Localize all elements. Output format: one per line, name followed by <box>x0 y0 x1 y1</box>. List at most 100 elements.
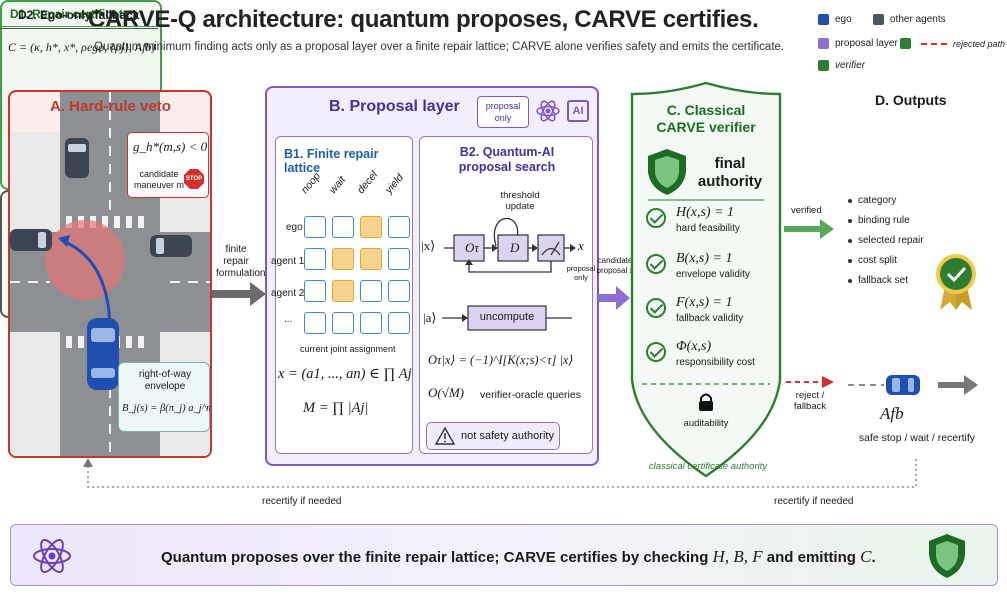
legend-proposal-layer: proposal layer <box>818 38 898 49</box>
panel-proposal-layer: B. Proposal layer proposal only AI B1. F… <box>265 86 599 466</box>
ket-a: |a⟩ <box>423 310 437 325</box>
atom-icon <box>536 100 560 122</box>
check-fallback-formula: F(x,s) = 1 <box>676 295 733 310</box>
lattice-cell <box>332 216 354 238</box>
verified-arrow <box>784 219 834 239</box>
warning-icon <box>435 427 455 445</box>
cert-item-binding-rule: binding rule <box>848 215 910 226</box>
complexity-formula: O(√M) <box>428 385 465 400</box>
quantum-ai-search-box: B2. Quantum-AI proposal search <box>419 136 593 454</box>
lattice-cell <box>304 312 326 334</box>
output-x: x <box>578 238 584 253</box>
shield-icon <box>929 534 965 578</box>
certificate-formula: C = (κ, h*, x*, ρego, {ρj}, Afb) <box>8 40 156 54</box>
lattice-cell <box>360 248 382 270</box>
lattice-cell <box>332 280 354 302</box>
uncompute-gate: uncompute <box>479 311 535 323</box>
diffusion-gate: D <box>510 240 520 255</box>
legend-ego: ego <box>818 14 852 25</box>
cert-item-selected-repair: selected repair <box>848 235 924 246</box>
summary-banner: Quantum proposes over the finite repair … <box>10 524 998 586</box>
check-fallback-label: fallback validity <box>676 313 744 324</box>
check-hard-icon <box>646 208 666 228</box>
cert-item-cost-split: cost split <box>848 255 897 266</box>
lattice-cell <box>304 248 326 270</box>
page-subtitle: Quantum minimum finding acts only as a p… <box>94 41 785 53</box>
oracle-formula: Oτ|x⟩ = (−1)^I[K(x;s)<τ] |x⟩ <box>428 353 574 367</box>
row-ego: ego <box>286 222 303 233</box>
recertify-loop <box>83 458 917 488</box>
lattice-cell <box>304 280 326 302</box>
cert-item-fallback-set: fallback set <box>847 275 909 286</box>
cert-item-category: category <box>847 195 897 206</box>
other-agents-swatch-icon <box>873 14 884 25</box>
legend-verifier: verifier <box>818 60 865 71</box>
panel-hard-rule-veto: A. Hard-rule veto g_h*(m,s) < 0 candidat… <box>8 90 212 458</box>
summary-text: Quantum proposes over the finite repair … <box>161 547 876 566</box>
panel-a-title: A. Hard-rule veto <box>50 98 171 115</box>
page-title: CARVE-Q architecture: quantum proposes, … <box>88 6 759 33</box>
not-safety-authority-box: not safety authority <box>426 422 560 450</box>
verifier-swatch-icon <box>900 38 911 49</box>
lattice-size-formula: M = ∏ |Aj| <box>303 400 369 416</box>
shield-icon <box>648 149 686 195</box>
lattice-cell <box>388 312 410 334</box>
lattice-cell <box>332 312 354 334</box>
fallback-caption: safe stop / wait / recertify <box>858 432 976 444</box>
certificate-seal-icon <box>936 254 976 310</box>
row-more: ... <box>284 314 293 325</box>
oracle-gate: Oτ <box>465 240 480 255</box>
arrow-a-to-b <box>212 282 266 306</box>
verified-label: verified <box>791 205 822 216</box>
proposal-only-note: proposal only <box>566 264 596 282</box>
panel-d-title: D. Outputs <box>875 92 947 108</box>
reject-label: reject / fallback <box>793 390 827 412</box>
check-responsibility-formula: Φ(x,s) <box>676 339 712 354</box>
lattice-cell <box>304 216 326 238</box>
arrow-a-b-label: finite repair formulation <box>216 244 266 279</box>
lattice-caption: current joint assignment <box>300 344 396 354</box>
auditability-label: auditability <box>683 418 729 429</box>
ai-chip-icon: AI <box>567 100 589 122</box>
assignment-formula: x = (a1, ..., an) ∈ ∏ Aj <box>278 366 412 382</box>
lattice-cell <box>360 216 382 238</box>
recertify-left-label: recertify if needed <box>262 496 342 507</box>
legend-rejected: rejected path <box>900 38 1005 49</box>
check-hard-label: hard feasibility <box>676 223 740 234</box>
atom-icon <box>33 539 71 573</box>
certificate-authority-label: classical certificate authority <box>648 461 768 472</box>
lattice-cell <box>388 280 410 302</box>
check-fallback-icon <box>646 298 666 318</box>
fallback-symbol: Afb <box>880 404 904 423</box>
arrow-b-to-c <box>598 286 630 310</box>
panel-b-title: B. Proposal layer <box>329 98 460 115</box>
final-authority: final authority <box>697 155 763 190</box>
lattice-cell <box>360 312 382 334</box>
ego-swatch-icon <box>818 14 829 25</box>
reject-arrow <box>786 376 834 388</box>
check-hard-formula: H(x,s) = 1 <box>676 205 735 220</box>
row-agent1: agent 1 <box>271 256 305 267</box>
rejected-dash-icon <box>921 42 947 45</box>
stop-sign-icon: STOP <box>184 169 204 189</box>
lock-icon <box>699 393 713 411</box>
veto-rule-box: g_h*(m,s) < 0 candidate maneuver m STOP <box>127 132 209 198</box>
row-agent2: agent 2 <box>271 288 305 299</box>
quantum-circuit <box>442 217 576 331</box>
check-envelope-icon <box>646 254 666 274</box>
check-envelope-label: envelope validity <box>676 269 750 280</box>
envelope-box: right-of-way envelope B_j(s) = β(π_j) a_… <box>118 362 210 432</box>
lattice-cell <box>360 280 382 302</box>
proposal-swatch-icon <box>818 38 829 49</box>
lattice-cell <box>388 248 410 270</box>
check-responsibility-label: responsibility cost <box>676 357 755 368</box>
ego-car-icon <box>886 375 920 395</box>
lattice-cell <box>332 248 354 270</box>
panel-c-title: C. Classical CARVE verifier <box>656 102 756 135</box>
recertify-right-label: recertify if needed <box>774 496 854 507</box>
fallback-trajectory <box>848 375 978 395</box>
proposal-only-badge: proposal only <box>477 96 529 128</box>
lattice-cell <box>388 216 410 238</box>
ket-x: |x⟩ <box>421 238 436 253</box>
check-envelope-formula: B(x,s) = 1 <box>676 251 733 266</box>
